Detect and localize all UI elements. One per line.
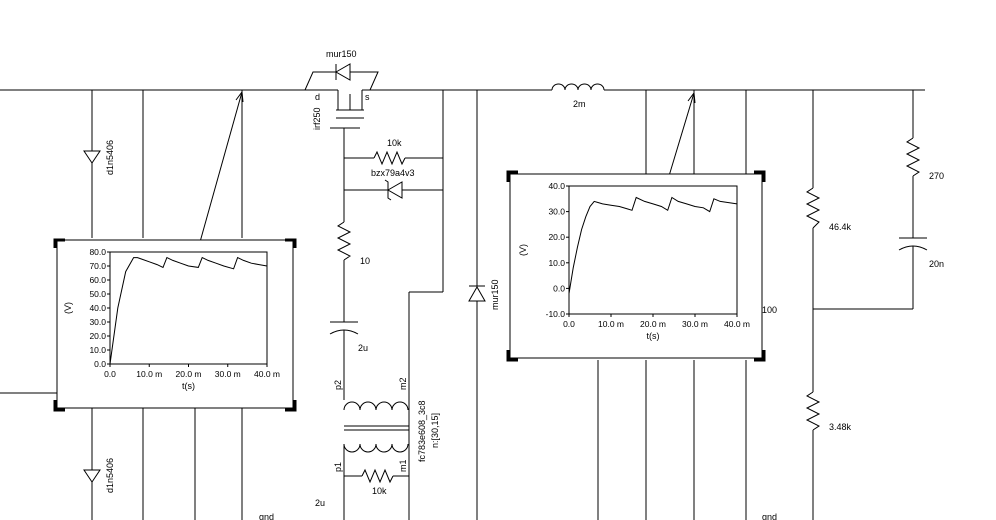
inductor-label: 2m	[573, 99, 586, 109]
zener-bzx79a4v3[interactable]	[344, 179, 443, 201]
diode-column-left[interactable]	[83, 90, 101, 520]
mur150-top-label: mur150	[326, 49, 357, 59]
p1-label: p1	[333, 462, 343, 472]
resistor-10k-top[interactable]	[344, 150, 443, 166]
mur150-mid-diode[interactable]	[468, 90, 486, 520]
m1-label: m1	[398, 459, 408, 472]
x-tick-label: 30.0 m	[215, 369, 241, 379]
probe-arrow-right[interactable]	[668, 91, 696, 177]
x-tick-label: 30.0 m	[682, 319, 708, 329]
r10k-top-label: 10k	[387, 138, 402, 148]
resistor-270[interactable]	[905, 90, 921, 238]
series-line	[109, 256, 268, 365]
right-wires	[597, 90, 747, 520]
irf250-label: irf250	[312, 107, 322, 130]
xfmr-n-label: n:[30,15]	[430, 413, 440, 448]
x-tick-label: 0.0	[563, 319, 575, 329]
plot-left-axes: 0.0 10.0 20.0 30.0 40.0 50.0 60.0 70.0 80.0 0.0 10…	[63, 247, 280, 391]
load-100-label: 100	[762, 305, 777, 315]
probe-arrow-left[interactable]	[199, 90, 244, 243]
plot-left[interactable]: 0.0 10.0 20.0 30.0 40.0 50.0 60.0 70.0 80.0 0.0 10…	[53, 238, 297, 412]
r10-label: 10	[360, 256, 370, 266]
y-tick-label: 80.0	[89, 247, 106, 257]
y-tick-label: 50.0	[89, 289, 106, 299]
y-tick-label: 40.0	[89, 303, 106, 313]
x-tick-label: 0.0	[104, 369, 116, 379]
r464k-label: 46.4k	[829, 222, 852, 232]
series-line	[568, 196, 738, 294]
mosfet-s-label: s	[365, 92, 370, 102]
xfmr-label: fc783e608_3c8	[417, 400, 427, 462]
gnd-left-label: gnd	[259, 512, 274, 520]
mur150-top-diode[interactable]	[304, 63, 379, 91]
r348k-label: 3.48k	[829, 422, 852, 432]
zener-label: bzx79a4v3	[371, 168, 415, 178]
x-tick-label: 40.0 m	[254, 369, 280, 379]
inductor-2m[interactable]	[551, 83, 605, 91]
y-axis-label: (V)	[63, 302, 73, 314]
c20n-label: 20n	[929, 259, 944, 269]
y-tick-label: 30.0	[548, 207, 565, 217]
c2u-mid-label: 2u	[358, 343, 368, 353]
m2-label: m2	[398, 377, 408, 390]
y-tick-label: 10.0	[89, 345, 106, 355]
x-tick-label: 20.0 m	[640, 319, 666, 329]
mosfet-d-label: d	[315, 92, 320, 102]
x-tick-label: 40.0 m	[724, 319, 750, 329]
d1n5406-top-label: d1n5406	[105, 140, 115, 175]
left-wires	[0, 90, 243, 520]
resistor-46-4k[interactable]	[805, 90, 821, 392]
resistor-10k-bottom[interactable]	[344, 468, 409, 484]
y-axis-label: (V)	[518, 244, 528, 256]
mosfet-irf250[interactable]	[305, 89, 378, 158]
x-tick-label: 10.0 m	[598, 319, 624, 329]
y-tick-label: 70.0	[89, 261, 106, 271]
d1n5406-bot-label: d1n5406	[105, 458, 115, 493]
resistor-3-48k[interactable]	[805, 391, 821, 520]
y-tick-label: 0.0	[553, 283, 565, 293]
mur150-mid-label: mur150	[490, 279, 500, 310]
y-tick-label: -10.0	[546, 309, 566, 319]
y-tick-label: 20.0	[548, 232, 565, 242]
r10k-bot-label: 10k	[372, 486, 387, 496]
x-tick-label: 20.0 m	[176, 369, 202, 379]
r270-label: 270	[929, 171, 944, 181]
p2-label: p2	[333, 380, 343, 390]
transformer-fc783e608[interactable]	[343, 401, 409, 520]
gnd-right-label: gnd	[762, 512, 777, 520]
y-tick-label: 60.0	[89, 275, 106, 285]
y-tick-label: 10.0	[548, 258, 565, 268]
y-tick-label: 30.0	[89, 317, 106, 327]
x-axis-label: t(s)	[182, 381, 195, 391]
resistor-10[interactable]	[336, 158, 352, 322]
y-tick-label: 0.0	[94, 359, 106, 369]
capacitor-20n[interactable]	[898, 237, 928, 309]
y-tick-label: 20.0	[89, 331, 106, 341]
x-tick-label: 10.0 m	[136, 369, 162, 379]
x-axis-label: t(s)	[647, 331, 660, 341]
c2u-bot-label: 2u	[315, 498, 325, 508]
capacitor-2u-mid[interactable]	[329, 321, 359, 400]
y-tick-label: 40.0	[548, 181, 565, 191]
